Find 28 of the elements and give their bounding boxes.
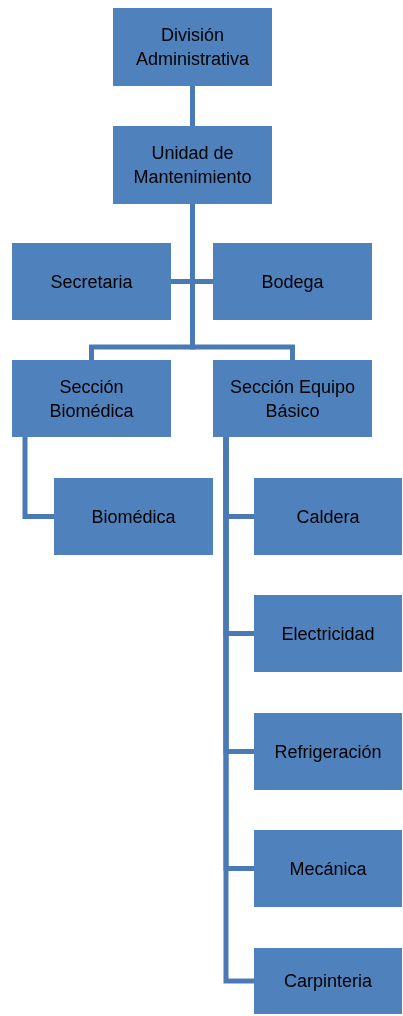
org-box [12, 360, 171, 437]
box-label: Caldera [296, 505, 360, 529]
org-box [254, 478, 402, 555]
org-box [213, 360, 372, 437]
org-box [254, 595, 402, 672]
box-label: Refrigeración [274, 740, 382, 764]
org-box [54, 478, 213, 555]
connector-line [223, 437, 254, 984]
org-box [113, 126, 272, 204]
box-label: Sección Biomédica [48, 375, 135, 423]
connector-line [190, 86, 195, 126]
org-box [254, 948, 402, 1014]
box-label: Secretaria [50, 270, 133, 294]
box-label: Electricidad [281, 622, 375, 646]
box-label: Unidad de Mantenimiento [132, 142, 253, 189]
org-box [213, 243, 372, 320]
connector-line [190, 204, 295, 360]
org-box [113, 8, 272, 86]
connector-line [22, 437, 54, 519]
box-label: Biomédica [91, 505, 176, 529]
box-label: Carpinteria [283, 970, 372, 993]
box-label: Sección Equipo Básico [228, 375, 357, 423]
org-box [12, 243, 171, 320]
box-label: Mecánica [289, 857, 367, 881]
box-label: División Administrativa [134, 24, 250, 71]
box-label: Bodega [261, 270, 324, 294]
org-box [254, 713, 402, 790]
org-box [254, 830, 402, 907]
